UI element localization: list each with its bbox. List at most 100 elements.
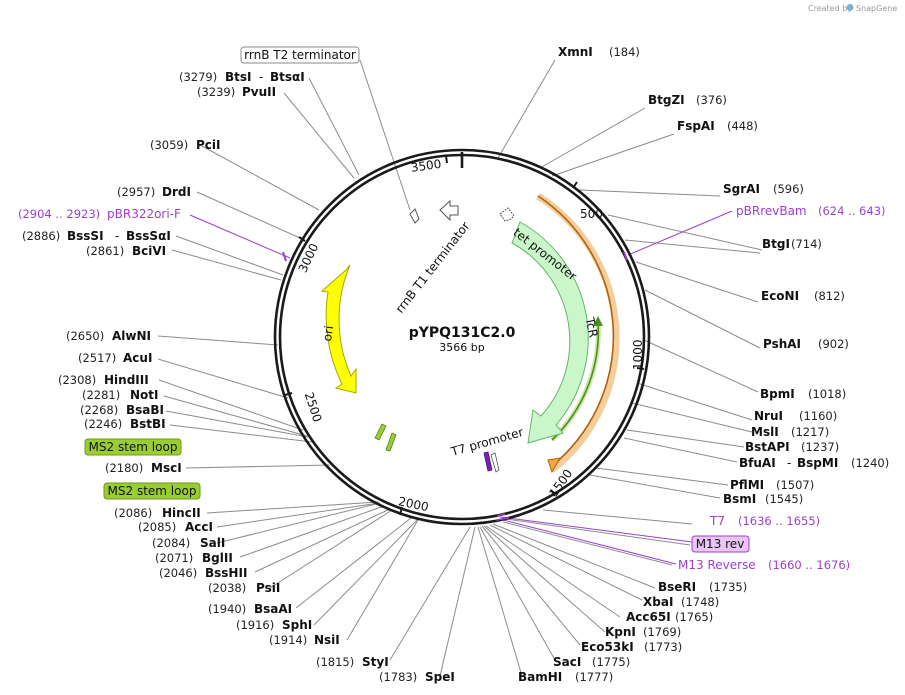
tick-label-3500: 3500	[410, 157, 442, 175]
site-xbai-pos: (1748)	[681, 595, 719, 609]
site-msli-pos: (1217)	[791, 425, 829, 439]
site-bpmi[interactable]: BpmI	[760, 387, 795, 401]
site-bamhi[interactable]: BamHI	[518, 670, 562, 684]
site-drdi[interactable]: DrdI	[162, 185, 191, 199]
site-pbrrevbam[interactable]: pBRrevBam	[736, 204, 807, 218]
m13-rev-box[interactable]	[691, 535, 750, 553]
site-btsai[interactable]: BtsαI	[270, 70, 305, 84]
site-xbai[interactable]: XbaI	[643, 595, 673, 609]
tick-label-500: 500	[580, 207, 603, 221]
site-pbr322[interactable]: pBR322ori-F	[107, 207, 181, 221]
plasmid-length: 3566 bp	[439, 341, 484, 354]
site-bglii[interactable]: BglII	[202, 551, 233, 565]
site-msli[interactable]: MslI	[751, 425, 779, 439]
site-kpni[interactable]: KpnI	[605, 625, 636, 639]
site-bsabi[interactable]: BsaBI	[126, 403, 164, 417]
site-btsi[interactable]: BtsI	[225, 70, 252, 84]
ms2-loop-box-2-label: MS2 stem loop	[108, 484, 197, 498]
site-acci-pos: (2085)	[138, 520, 176, 534]
site-sphi[interactable]: SphI	[282, 618, 312, 632]
site-pvuii-pos: (3239)	[197, 85, 235, 99]
site-acui[interactable]: AcuI	[123, 351, 152, 365]
site-pbrrevbam-pos: (624 .. 643)	[818, 204, 886, 218]
site-eco53ki[interactable]: Eco53kI	[581, 640, 634, 654]
green-arc-line	[551, 321, 600, 441]
tet-promoter-feature[interactable]	[499, 207, 515, 222]
site-acc65i-pos: (1765)	[675, 610, 713, 624]
site-noti[interactable]: NotI	[130, 388, 159, 402]
site-hincii[interactable]: HincII	[162, 506, 201, 520]
site-spei[interactable]: SpeI	[425, 670, 455, 684]
site-xmni[interactable]: XmnI	[558, 45, 593, 59]
rrnb-t1-feature[interactable]	[439, 199, 459, 222]
ms2-loop-box-2[interactable]	[103, 482, 201, 500]
site-hindiii[interactable]: HindIII	[104, 373, 149, 387]
tcr-label: TcR	[582, 315, 600, 339]
ms2-marker-1	[374, 423, 387, 441]
rrnb-t2-feature[interactable]	[409, 208, 420, 224]
t7-m13-marks	[495, 513, 510, 521]
site-bcivi[interactable]: BciVI	[132, 244, 166, 258]
site-bsshii-pos: (2046)	[159, 566, 197, 580]
rrnb-t2-box[interactable]	[240, 46, 360, 64]
site-sgrai[interactable]: SgrAI	[723, 182, 760, 196]
t7-promoter-feature[interactable]	[490, 452, 500, 473]
site-bsaai-pos: (1940)	[208, 602, 246, 616]
site-saci-pos: (1775)	[592, 655, 630, 669]
site-acci[interactable]: AccI	[185, 520, 213, 534]
site-msci[interactable]: MscI	[151, 461, 182, 475]
site-bfuai[interactable]: BfuAI	[739, 456, 776, 470]
site-bsssi[interactable]: BssSI	[67, 229, 104, 243]
site-alwni[interactable]: AlwNI	[112, 329, 151, 343]
site-pflmi[interactable]: PflMI	[730, 478, 764, 492]
site-btgzi-pos: (376)	[696, 93, 727, 107]
site-econi[interactable]: EcoNI	[761, 289, 799, 303]
site-bsshii[interactable]: BssHII	[205, 566, 247, 580]
site-acc65i[interactable]: Acc65I	[626, 610, 671, 624]
t7-primer-marker	[483, 451, 493, 472]
rrnb-t1-label: rrnB T1 terminator	[393, 219, 473, 316]
site-bsssai[interactable]: BssSαI	[126, 229, 171, 243]
site-pvuii[interactable]: PvuII	[242, 85, 276, 99]
created-by-text: Created by	[808, 4, 852, 13]
site-nrui[interactable]: NruI	[754, 409, 783, 423]
site-btgi-pos: (714)	[791, 237, 822, 251]
site-pflmi-pos: (1507)	[776, 478, 814, 492]
site-bsssi-pos: (2886)	[22, 229, 60, 243]
site-bstbi[interactable]: BstBI	[130, 417, 166, 431]
site-sali[interactable]: SalI	[200, 536, 225, 550]
ms2-loop-box-1[interactable]	[84, 438, 182, 456]
site-styi[interactable]: StyI	[362, 655, 389, 669]
site-nsii[interactable]: NsiI	[314, 633, 340, 647]
site-saci[interactable]: SacI	[553, 655, 581, 669]
orange-arc-arrow	[547, 457, 561, 474]
site-bsssi-sep: -	[115, 229, 119, 243]
site-bsaai[interactable]: BsaAI	[254, 602, 292, 616]
site-bsmi[interactable]: BsmI	[723, 492, 756, 506]
site-bfuai-pos: (1240)	[851, 456, 889, 470]
site-t7[interactable]: T7	[709, 514, 725, 528]
ori-feature[interactable]	[320, 264, 357, 394]
site-bspmi[interactable]: BspMI	[797, 456, 838, 470]
tcr-feature[interactable]	[511, 221, 589, 444]
site-bsmi-pos: (1545)	[765, 492, 803, 506]
site-pcii[interactable]: PciI	[196, 138, 221, 152]
site-btgzi[interactable]: BtgZI	[648, 93, 685, 107]
pbr322-mark	[282, 251, 287, 262]
site-alwni-pos: (2650)	[66, 329, 104, 343]
site-bseri[interactable]: BseRI	[658, 580, 696, 594]
backbone-outer	[273, 148, 651, 526]
green-arc-arrow	[593, 316, 603, 326]
site-hincii-pos: (2086)	[114, 506, 152, 520]
site-m13-reverse[interactable]: M13 Reverse	[678, 558, 756, 572]
site-btgi[interactable]: BtgI	[762, 237, 790, 251]
site-bstapi[interactable]: BstAPI	[745, 440, 790, 454]
ms2-marker-2	[385, 432, 397, 452]
site-psii[interactable]: PsiI	[256, 581, 280, 595]
site-pshai[interactable]: PshAI	[763, 337, 801, 351]
site-nrui-pos: (1160)	[799, 409, 837, 423]
site-pcii-pos: (3059)	[150, 138, 188, 152]
ori-label: ori	[320, 325, 336, 342]
site-bstbi-pos: (2246)	[84, 417, 122, 431]
site-fspai[interactable]: FspAI	[677, 119, 715, 133]
